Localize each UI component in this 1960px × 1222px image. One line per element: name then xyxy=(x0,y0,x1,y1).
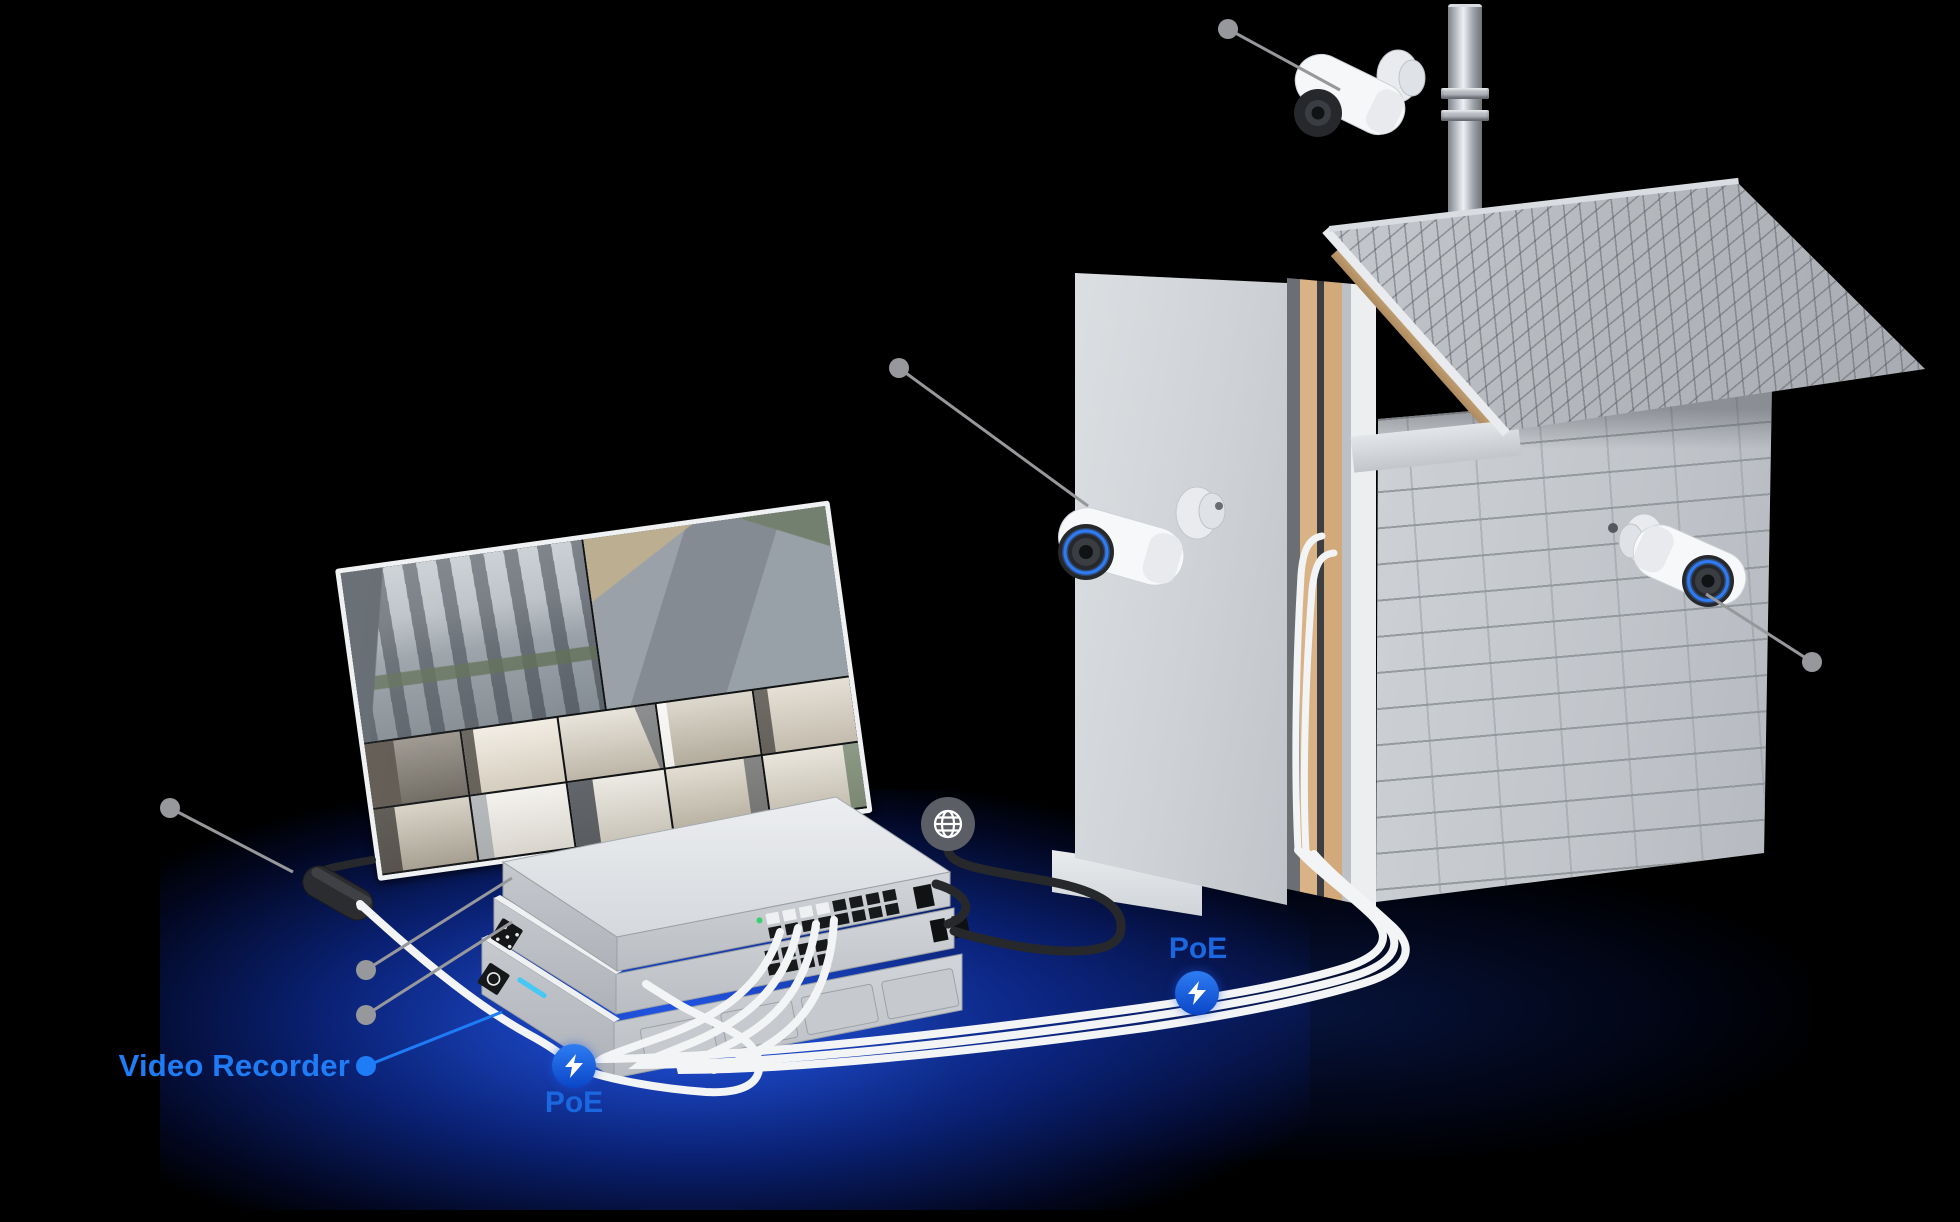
poe-label-monitor-cable: PoE xyxy=(544,1086,604,1119)
camera-ring-blue xyxy=(1687,560,1729,602)
nvr-status-led xyxy=(517,977,547,999)
switch-hotspot[interactable] xyxy=(356,1005,376,1025)
siding-panel xyxy=(1075,273,1287,905)
poe-badge-camera-cable[interactable] xyxy=(1175,971,1219,1015)
camera-body xyxy=(1294,53,1406,135)
pole-camera-hotspot[interactable] xyxy=(1218,19,1238,39)
video-recorder-label[interactable]: Video Recorder xyxy=(118,1048,350,1083)
poe-switch-16-port xyxy=(501,796,952,972)
poe-camera-cables xyxy=(589,846,1410,1074)
brick-wall xyxy=(1376,385,1772,902)
wall-screw-hole xyxy=(1608,523,1618,533)
viewport-adapter xyxy=(302,856,376,921)
globe-icon xyxy=(933,809,963,839)
video-recorder-hotspot[interactable] xyxy=(356,1056,376,1076)
wan-cable xyxy=(931,845,1126,956)
poe-badge-monitor-cable[interactable] xyxy=(552,1044,596,1088)
mounting-pole xyxy=(1448,4,1482,213)
lightning-bolt-icon xyxy=(565,1054,583,1078)
pole-mounted-camera xyxy=(1294,49,1426,137)
left-wall-camera-hotspot[interactable] xyxy=(889,358,909,378)
right-wall-camera xyxy=(1618,513,1747,607)
wall-screw-hole xyxy=(1215,502,1223,510)
pole-clamp xyxy=(1441,88,1489,99)
poe-switch-hotspot[interactable] xyxy=(356,960,376,980)
internet-globe xyxy=(921,797,975,851)
video-recorder-callout-line xyxy=(365,1010,503,1068)
viewport-adapter-hotspot[interactable] xyxy=(160,798,180,818)
nvr-front-display xyxy=(477,963,547,999)
lightning-bolt-icon xyxy=(1188,981,1206,1005)
pole-clamp xyxy=(1441,110,1489,121)
wall-cavity-cables xyxy=(1292,532,1338,856)
link-led xyxy=(756,917,763,924)
camera-ring-blue xyxy=(1063,529,1109,575)
poe-monitor-cable xyxy=(356,900,764,1097)
poe-label-camera-cable: PoE xyxy=(1168,932,1228,965)
callout-lines xyxy=(169,27,1813,1017)
right-wall-camera-hotspot[interactable] xyxy=(1802,652,1822,672)
left-wall-camera xyxy=(1058,486,1226,586)
poe-switch-ports xyxy=(756,883,935,939)
